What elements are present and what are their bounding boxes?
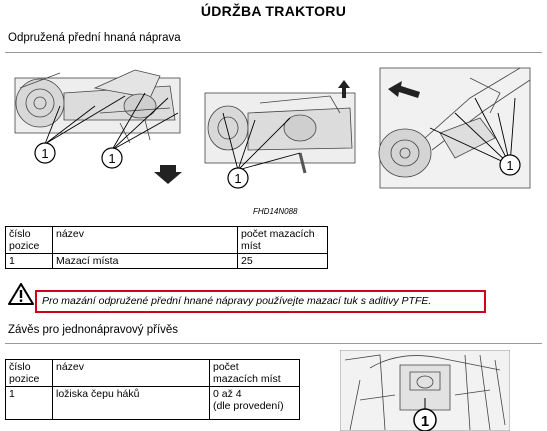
callout-1-center: 1 <box>227 167 249 189</box>
table-header-cell: počet mazacích míst <box>237 226 328 254</box>
svg-text:1: 1 <box>506 158 513 173</box>
arrow-left-icon <box>388 81 420 98</box>
table-header-cell: název <box>52 226 238 254</box>
table-header-row: číslo pozice název počet mazacích míst <box>5 226 328 254</box>
trailer-hitch-illustration: 1 <box>340 350 510 431</box>
table-cell: 1 <box>5 386 53 420</box>
callout-1-hitch: 1 <box>413 408 437 431</box>
axle-drawing-left <box>14 69 181 144</box>
callout-1-right: 1 <box>499 154 521 176</box>
arrow-up-icon <box>338 80 350 98</box>
table-cell: 1 <box>5 253 53 269</box>
svg-text:1: 1 <box>234 171 241 186</box>
table-header-cell: číslo pozice <box>5 226 53 254</box>
svg-text:1: 1 <box>108 151 115 166</box>
table-row: 1 Mazací místa 25 <box>5 253 328 269</box>
callout-1-center-left: 1 <box>101 147 123 169</box>
table-header-cell: název <box>52 359 210 387</box>
warning-triangle-icon <box>8 283 34 305</box>
axle-drawing-center <box>204 92 356 174</box>
table-header-cell: počet mazacích míst <box>209 359 300 387</box>
table-cell: ložiska čepu háků <box>52 386 210 420</box>
trailer-hitch-table: číslo pozice název počet mazacích míst 1… <box>5 359 300 420</box>
table-row: 1 ložiska čepu háků 0 až 4 (dle proveden… <box>5 386 300 420</box>
table-cell: 0 až 4 (dle provedení) <box>209 386 300 420</box>
table-cell: Mazací místa <box>52 253 238 269</box>
table-cell: 25 <box>237 253 328 269</box>
front-axle-illustration: 1 1 1 1 <box>14 67 531 189</box>
section-divider <box>5 52 542 53</box>
svg-text:1: 1 <box>421 413 429 430</box>
front-axle-table: číslo pozice název počet mazacích míst 1… <box>5 226 328 269</box>
section-divider <box>5 343 542 344</box>
table-header-row: číslo pozice název počet mazacích míst <box>5 359 300 387</box>
page-title: ÚDRŽBA TRAKTORU <box>200 3 347 19</box>
section-heading-front-axle: Odpružená přední hnaná náprava <box>8 32 181 44</box>
arrow-down-icon <box>154 165 182 184</box>
svg-text:1: 1 <box>41 146 48 161</box>
section-heading-trailer-hitch: Závěs pro jednonápravový přívěs <box>8 324 179 336</box>
table-header-cell: číslo pozice <box>5 359 53 387</box>
axle-drawing-right <box>378 67 531 189</box>
callout-1-left: 1 <box>34 142 56 164</box>
warning-box: Pro mazání odpružené přední hnané náprav… <box>35 290 486 313</box>
figure-code: FHD14N088 <box>253 207 298 216</box>
